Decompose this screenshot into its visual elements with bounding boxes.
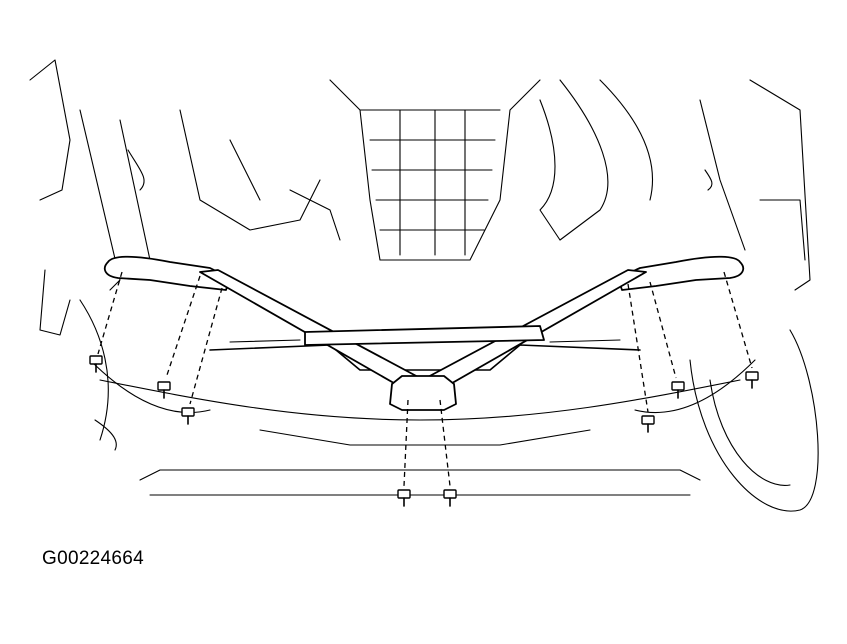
figure-id-label: G00224664 — [42, 548, 145, 569]
strut-brace-diagram — [29, 59, 819, 512]
bolt-left-outer — [89, 355, 103, 373]
bolt-right-inner-lower — [641, 415, 655, 433]
bolt-guide-lines — [97, 271, 753, 487]
bolt-right-inner-upper — [671, 381, 685, 399]
vehicle-underbody — [29, 59, 819, 512]
bolt-center-right — [443, 489, 457, 507]
bolt-right-outer — [745, 371, 759, 389]
bolt-left-inner-lower — [181, 407, 195, 425]
strut-brace — [103, 255, 745, 411]
bolt-center-left — [397, 489, 411, 507]
bolt-left-inner-upper — [157, 381, 171, 399]
bolts — [89, 355, 759, 507]
